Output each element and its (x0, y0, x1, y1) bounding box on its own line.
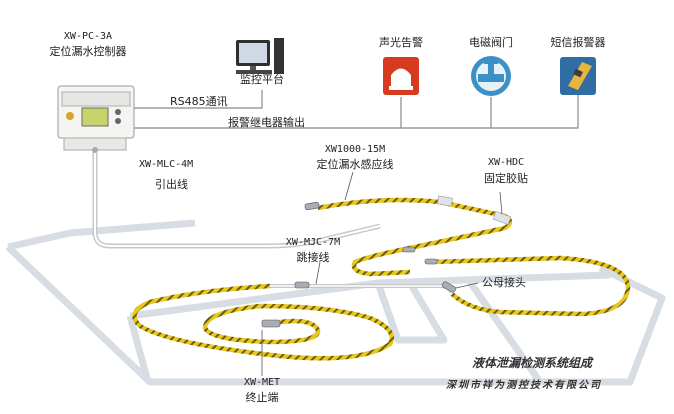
controller-name: 定位漏水控制器 (49, 45, 127, 58)
diagram-title: 液体泄漏检测系统组成 (472, 356, 593, 370)
end-terminal (261, 319, 281, 328)
sensing-cable-right (429, 255, 631, 317)
lead-cable-model: XW-MLC-4M (139, 159, 194, 170)
connector (294, 281, 310, 289)
connector (402, 246, 416, 253)
end-terminal-model: XW-MET (243, 377, 281, 388)
clip-model: XW-HDC (487, 157, 525, 168)
connector (424, 258, 438, 265)
floor-plan (5, 219, 666, 386)
sms-alarm-icon (560, 57, 596, 95)
connector (441, 281, 457, 293)
signal-wires (130, 90, 579, 129)
adhesive-clips (437, 195, 512, 225)
computer-icon (236, 38, 284, 74)
clip-name: 固定胶贴 (484, 172, 528, 185)
connector (304, 201, 320, 211)
device-label-alarm: 声光告警 (379, 36, 423, 49)
company-name: 深圳市祥为测控技术有限公司 (446, 380, 602, 391)
callout-lines (261, 171, 503, 376)
sensing-cable-lower (132, 283, 394, 361)
solenoid-valve-icon (471, 56, 511, 96)
jumper-model: XW-MJC-7M (285, 237, 341, 248)
relay-output-label: 报警继电器输出 (228, 116, 305, 129)
device-label-sms: 短信报警器 (550, 36, 606, 49)
connector-label: 公母接头 (482, 276, 526, 289)
device-label-valve: 电磁阀门 (469, 36, 513, 49)
sensor-cable-name: 定位漏水感应线 (316, 158, 394, 171)
sensor-cable-model: XW1000-15M (324, 144, 386, 155)
computer-label: 监控平台 (240, 73, 284, 86)
lead-cable-name: 引出线 (155, 178, 188, 191)
connectors (261, 201, 457, 328)
controller-model: XW-PC-3A (63, 31, 113, 42)
sensing-cable-upper (317, 197, 513, 277)
alarm-light-icon (383, 57, 419, 95)
rs485-label: RS485通讯 (170, 95, 228, 108)
controller-device (57, 85, 135, 153)
jumper-name: 跳接线 (296, 251, 330, 264)
end-terminal-name: 终止端 (245, 391, 279, 404)
